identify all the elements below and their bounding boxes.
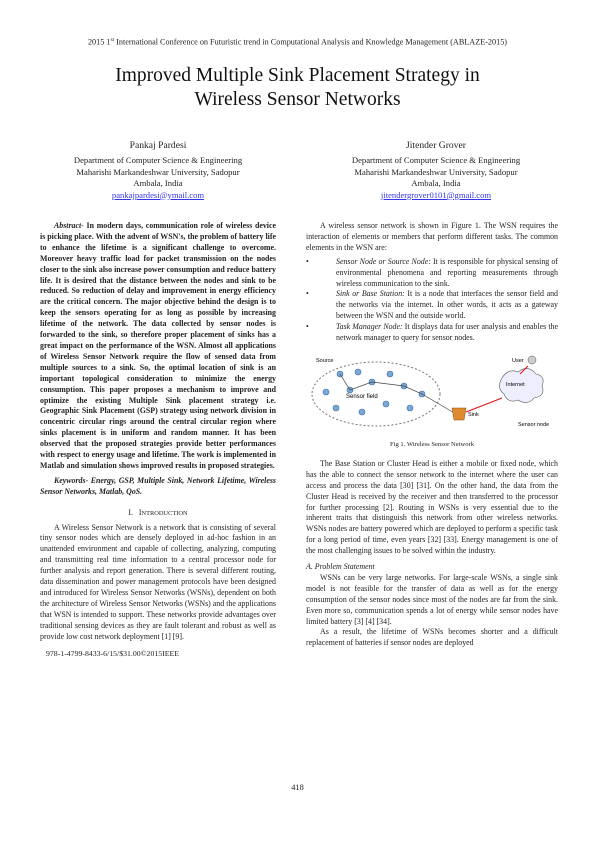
sensor-node-icons <box>322 368 426 416</box>
user-icon <box>527 355 537 365</box>
source-label: Source <box>316 358 333 364</box>
problem-paragraph-1: WSNs can be very large networks. For lar… <box>306 572 558 626</box>
abstract: Abstract- In modern days, communication … <box>40 221 276 472</box>
internet-cloud-icon <box>499 368 544 403</box>
author-city: Ambala, India <box>133 178 183 189</box>
copyright-notice: 978-1-4799-8433-6/15/$31.00©2015IEEE <box>46 648 180 658</box>
conference-header: 2015 1st International Conference on Fut… <box>87 37 508 47</box>
author-name: Jitender Grover <box>406 140 466 151</box>
wsn-figure: Source Sensor field Sink User Internet S… <box>311 355 549 428</box>
sensor-field-label: Sensor field <box>346 394 378 400</box>
list-item: • Task Manager Node: It displays data fo… <box>306 322 558 343</box>
section-heading-introduction: I. INTRODUCTION <box>128 507 188 517</box>
list-item: • Sink or Base Station: It is a node tha… <box>306 289 559 321</box>
author-univ: Maharishi Markandeshwar University, Sado… <box>354 166 518 177</box>
author-dept: Department of Computer Science & Enginee… <box>73 155 243 166</box>
title-line-1: Improved Multiple Sink Placement Strateg… <box>115 65 480 86</box>
paper-title: Improved Multiple Sink Placement Strateg… <box>40 64 555 112</box>
wsn-intro-paragraph: A wireless sensor network is shown in Fi… <box>306 221 558 252</box>
author-block-2: Jitender Grover Department of Computer S… <box>318 140 554 201</box>
abstract-label: Abstract- <box>54 221 84 230</box>
internet-label: Internet <box>506 382 525 388</box>
left-column: Abstract- In modern days, communication … <box>40 221 276 659</box>
sink-internet-link <box>465 397 503 413</box>
sensor-field-boundary <box>311 361 441 427</box>
internet-user-link <box>519 365 529 375</box>
sink-icon <box>451 407 467 421</box>
sensor-node-legend-label: Sensor node <box>518 422 549 428</box>
author-dept: Department of Computer Science & Enginee… <box>351 155 521 166</box>
author-city: Ambala, India <box>411 178 461 189</box>
figure-caption: Fig 1. Wireless Sensor Network <box>389 440 475 448</box>
title-line-2: Wireless Sensor Networks <box>194 89 401 110</box>
keywords: Keywords- Energy, GSP, Multiple Sink, Ne… <box>40 475 276 496</box>
right-column: A wireless sensor network is shown in Fi… <box>306 221 558 649</box>
author-email-link[interactable]: jitendergrover0101@gmail.com <box>380 189 492 200</box>
subsection-heading-problem-statement: A. Problem Statement <box>306 562 375 572</box>
intro-paragraph: A Wireless Sensor Network is a network t… <box>40 522 276 641</box>
list-item: • Sensor Node or Source Node: It is resp… <box>306 256 558 288</box>
author-name: Pankaj Pardesi <box>129 140 187 151</box>
user-label: User <box>512 358 524 364</box>
base-station-paragraph: The Base Station or Cluster Head is eith… <box>306 458 558 556</box>
page-number: 418 <box>291 783 304 792</box>
problem-paragraph-2: As a result, the lifetime of WSNs become… <box>306 627 558 648</box>
abstract-text: In modern days, communication role of wi… <box>40 221 276 470</box>
routing-path <box>339 373 457 415</box>
author-block-1: Pankaj Pardesi Department of Computer Sc… <box>40 140 276 201</box>
author-univ: Maharishi Markandeshwar University, Sado… <box>76 166 240 177</box>
author-email-link[interactable]: pankajpardesi@ymail.com <box>111 189 205 200</box>
sink-label: Sink <box>468 412 479 418</box>
